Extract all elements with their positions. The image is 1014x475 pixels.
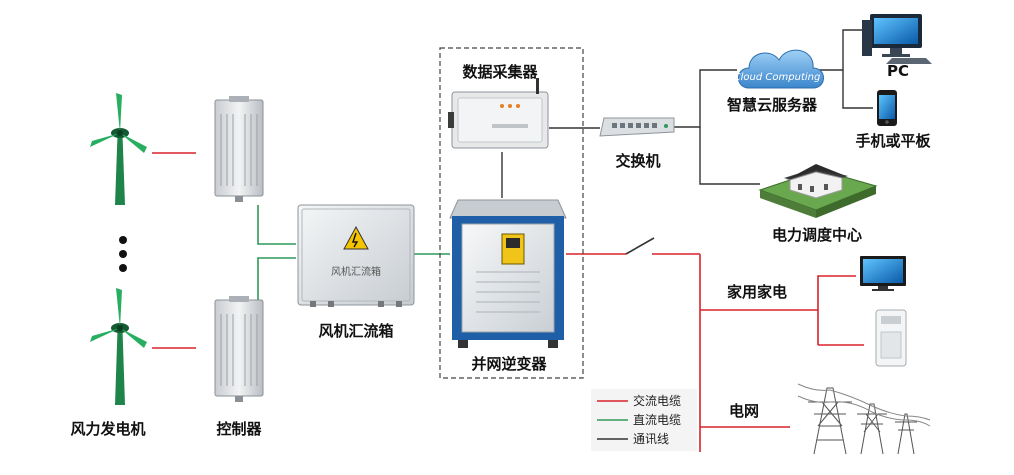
tv-icon (860, 256, 906, 291)
wire-switch-cloud (674, 69, 737, 128)
phone-icon (877, 90, 897, 126)
label-data-collector: 数据采集器 (462, 63, 538, 81)
cloud-computing-text: Cloud Computing (734, 72, 821, 83)
high-voltage-warning-icon (343, 225, 369, 250)
monitoring-group-frame (439, 47, 584, 379)
label-home-appliance: 家用家电 (727, 283, 787, 301)
wires (152, 29, 873, 452)
grid-tied-inverter (449, 199, 567, 348)
labels: 风力发电机 控制器 风机汇流箱 数据采集器 并网逆变器 交换机 智慧云服务器 P… (70, 62, 931, 438)
label-dispatch-center: 电力调度中心 (772, 226, 862, 244)
legend-dc-label: 直流电缆 (633, 413, 681, 427)
label-grid: 电网 (729, 402, 759, 420)
wind-turbine-top (90, 93, 147, 205)
wire-cloud-pc (810, 29, 862, 71)
network-switch (599, 117, 675, 137)
label-controller: 控制器 (216, 420, 262, 438)
label-inverter: 并网逆变器 (471, 355, 547, 373)
combiner-box: 风机汇流箱 (297, 204, 415, 307)
label-wind-turbine: 风力发电机 (70, 420, 145, 438)
cable-legend: 交流电缆 直流电缆 通讯线 (591, 389, 697, 451)
breaker-switch-blade (625, 237, 655, 255)
label-pc: PC (887, 62, 909, 80)
label-phone-tablet: 手机或平板 (855, 132, 931, 150)
legend-comm-label: 通讯线 (633, 432, 669, 446)
wire-switch-dispatch (699, 127, 760, 185)
combiner-box-plate-text: 风机汇流箱 (331, 265, 381, 278)
wire-controller2-combiner (257, 257, 296, 300)
pc-icon (862, 14, 932, 64)
controller-top (214, 96, 264, 202)
wire-cloud-phone (842, 70, 873, 109)
power-grid-towers (797, 383, 931, 455)
air-conditioner-icon (875, 309, 907, 367)
label-cloud-server: 智慧云服务器 (727, 96, 818, 114)
controller-bottom (214, 296, 264, 402)
wind-turbine-bottom (90, 288, 147, 405)
label-switch: 交换机 (615, 152, 660, 170)
label-combiner-box: 风机汇流箱 (318, 322, 393, 340)
dispatch-center-building (758, 164, 878, 218)
wire-home-tv (817, 275, 856, 345)
legend-ac-label: 交流电缆 (633, 393, 681, 408)
cloud-server-icon: Cloud Computing (734, 49, 824, 89)
wire-controller1-combiner (257, 205, 296, 245)
data-collector-device (448, 78, 549, 149)
ellipsis-dots (119, 236, 127, 272)
